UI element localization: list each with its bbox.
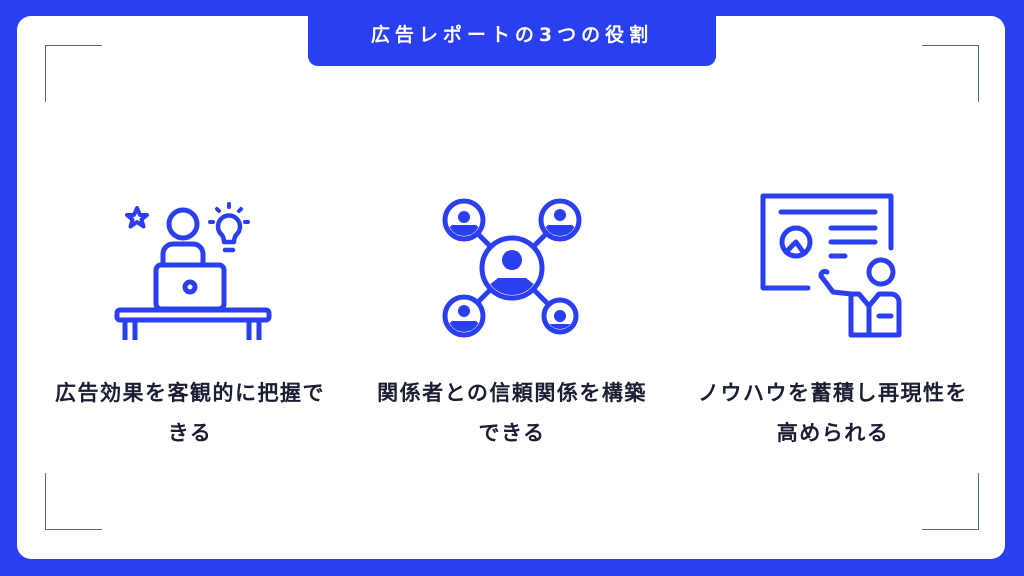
page-title: 広告レポートの3つの役割 [370, 23, 654, 46]
corner-bracket-top-left [45, 45, 102, 102]
role-item-know-how: ノウハウを蓄積し再現性を高められる [683, 185, 983, 453]
role-label: ノウハウを蓄積し再現性を高められる [698, 381, 968, 445]
role-item-objective-analysis: 広告効果を客観的に把握できる [40, 185, 340, 453]
corner-bracket-bottom-left [45, 473, 102, 530]
person-laptop-idea-icon [105, 185, 275, 345]
presentation-board-icon [748, 185, 918, 345]
network-people-icon [427, 185, 597, 345]
role-label: 広告効果を客観的に把握できる [55, 381, 325, 445]
role-label: 関係者との信頼関係を構築できる [377, 381, 647, 445]
corner-bracket-bottom-right [922, 473, 979, 530]
role-item-stakeholder-trust: 関係者との信頼関係を構築できる [362, 185, 662, 453]
corner-bracket-top-right [922, 45, 979, 102]
title-tab: 広告レポートの3つの役割 [308, 0, 716, 66]
